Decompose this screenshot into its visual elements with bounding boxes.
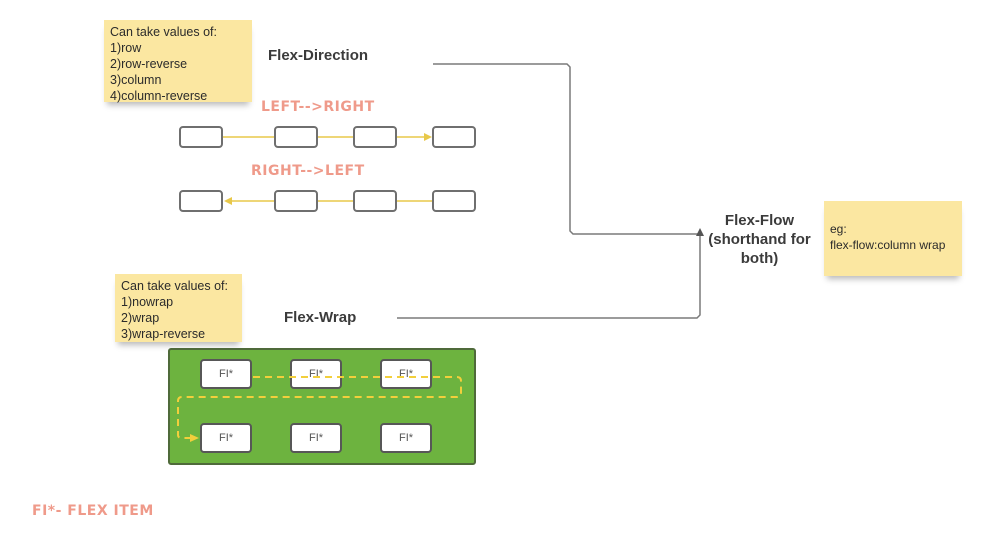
note-line: 4)column-reverse (110, 89, 208, 103)
row-reverse-box (432, 190, 476, 212)
note-line: 3)column (110, 73, 162, 87)
connector-arrowhead (696, 228, 704, 236)
note-line: 3)wrap-reverse (121, 327, 206, 341)
ltr-arrowhead (424, 133, 432, 141)
flex-flow-title: Flex-Flow (shorthand for both) (697, 211, 822, 268)
flex-item: FI* (380, 423, 432, 453)
flex-direction-title: Flex-Direction (268, 47, 369, 64)
flex-direction-note: Can take values of: 1)row 2)row-reverse … (104, 20, 252, 103)
note-line: 1)nowrap (121, 295, 174, 309)
row-reverse-box (353, 190, 397, 212)
note-line: flex-flow:column wrap (830, 238, 946, 252)
row-box (432, 126, 476, 148)
row-reverse-box (179, 190, 223, 212)
row-box (274, 126, 318, 148)
wrap-connector (397, 232, 701, 319)
note-line: 2)row-reverse (110, 57, 188, 71)
flex-wrap-title: Flex-Wrap (284, 309, 357, 326)
flex-flow-title-line: (shorthand for (708, 231, 811, 248)
flex-item: FI* (200, 423, 252, 453)
note-line: Can take values of: (110, 25, 218, 39)
wrap-arrowhead (190, 434, 199, 442)
flex-flow-title-line: both) (740, 250, 779, 267)
direction-connector (433, 63, 700, 235)
note-line: 1)row (110, 41, 142, 55)
row-box (353, 126, 397, 148)
rtl-arrowhead (224, 197, 232, 205)
note-line: Can take values of: (121, 279, 229, 293)
left-to-right-label: LEFT-->RIGHT (261, 99, 375, 115)
flex-wrap-note: Can take values of: 1)nowrap 2)wrap 3)wr… (115, 274, 242, 342)
note-line: eg: (830, 222, 847, 236)
flex-flow-title-line: Flex-Flow (724, 212, 795, 229)
right-to-left-label: RIGHT-->LEFT (251, 163, 365, 179)
flex-item: FI* (200, 359, 252, 389)
flex-item: FI* (290, 423, 342, 453)
note-line: 2)wrap (121, 311, 160, 325)
legend-text: FI*- FLEX ITEM (32, 503, 154, 519)
wrap-dashed-path (177, 376, 462, 439)
row-box (179, 126, 223, 148)
flex-flow-note: eg: flex-flow:column wrap (824, 201, 962, 276)
row-reverse-box (274, 190, 318, 212)
flex-item: FI* (290, 359, 342, 389)
